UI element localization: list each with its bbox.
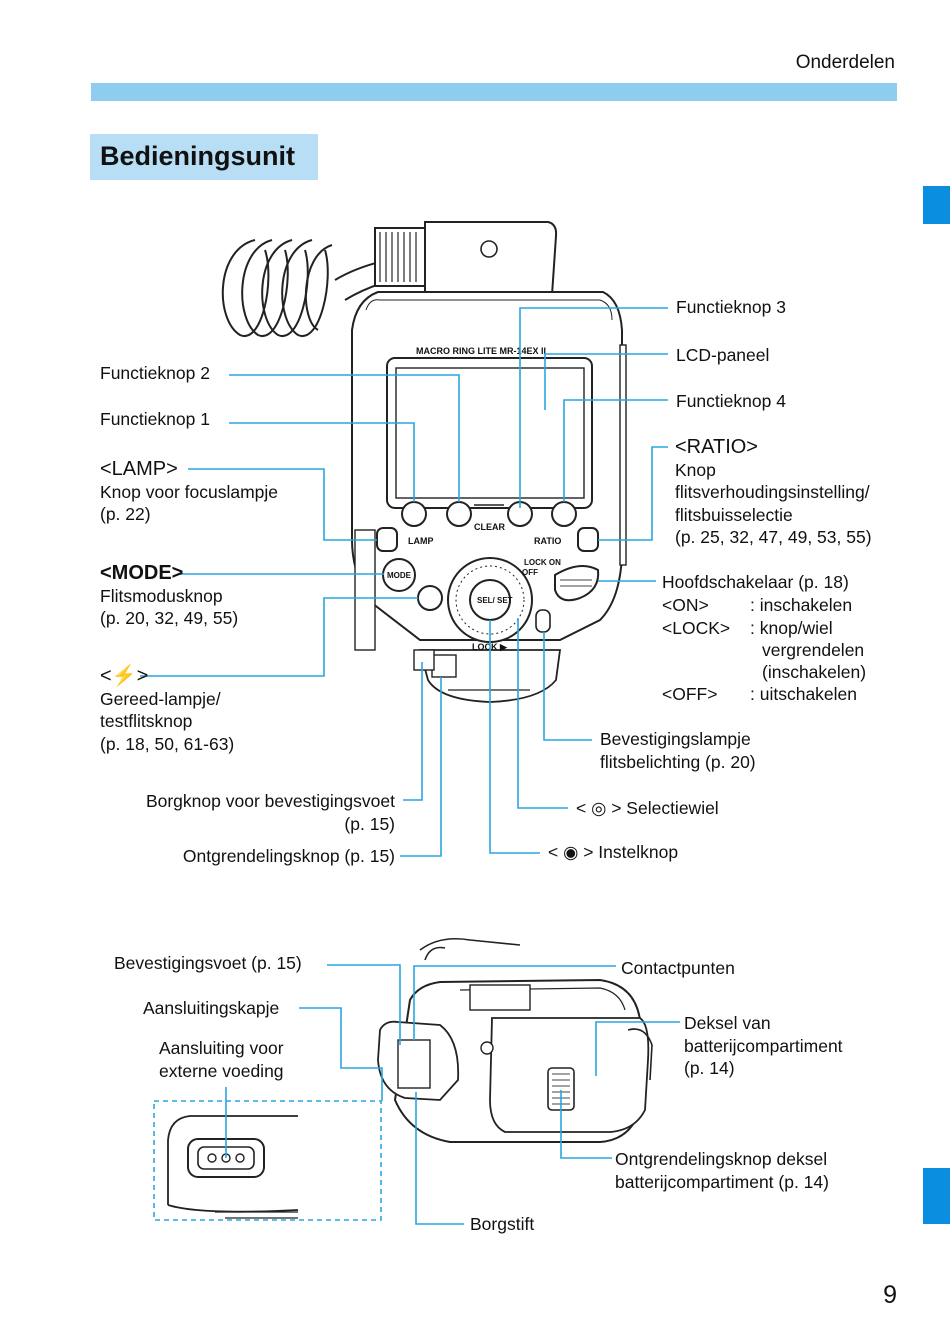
label-cover-release-line: Ontgrendelingsknop deksel bbox=[615, 1149, 828, 1169]
device-selset-text: SEL/ SET bbox=[477, 596, 513, 605]
label-terminal-cap: Aansluitingskapje bbox=[143, 998, 280, 1018]
leader-lines-bottom bbox=[225, 964, 680, 1225]
label-lamp-line: (p. 22) bbox=[100, 504, 151, 524]
label-external-power-line: externe voeding bbox=[159, 1060, 284, 1081]
label-release-button: Ontgrendelingsknop (p. 15) bbox=[182, 846, 395, 866]
device-lamp-text: LAMP bbox=[408, 536, 434, 546]
label-set-button: < ◉ > Instelknop bbox=[548, 842, 679, 862]
page-number: 9 bbox=[883, 1281, 897, 1309]
label-lock-knob-line: Borgknop voor bevestigingsvoet bbox=[145, 791, 395, 811]
label-on-key: <ON> bbox=[662, 595, 709, 615]
label-flash-line: (p. 18, 50, 61-63) bbox=[100, 733, 235, 754]
label-ratio-block: <RATIO> Knop flitsverhoudingsinstelling/… bbox=[675, 436, 872, 549]
label-selection-dial: < ◎ > Selectiewiel bbox=[576, 798, 719, 818]
label-external-power-line: Aansluiting voor bbox=[159, 1038, 284, 1058]
control-unit-side-view bbox=[377, 937, 653, 1143]
device-lockon-text: LOCK ON bbox=[524, 558, 561, 567]
label-lamp-line: Knop voor focuslampje bbox=[100, 481, 279, 502]
label-function-button-3: Functieknop 3 bbox=[676, 297, 786, 317]
leader-lines-top bbox=[140, 307, 668, 857]
label-contacts: Contactpunten bbox=[621, 958, 735, 978]
label-flash-block: <⚡> Gereed-lampje/ testflitsknop (p. 18,… bbox=[100, 665, 234, 755]
label-lamp-block: <LAMP> Knop voor focuslampje (p. 22) bbox=[100, 458, 278, 526]
external-power-inset bbox=[153, 1100, 382, 1221]
label-lamp-title: <LAMP> bbox=[100, 458, 178, 480]
label-locking-pin: Borgstift bbox=[470, 1214, 535, 1234]
label-ratio-line: flitsbuisselectie bbox=[675, 504, 793, 525]
label-function-button-2: Functieknop 2 bbox=[100, 363, 210, 383]
label-ratio-line: flitsverhoudingsinstelling/ bbox=[675, 482, 870, 502]
label-battery-cover-line: Deksel van bbox=[684, 1013, 771, 1033]
label-off-value: : uitschakelen bbox=[750, 684, 858, 704]
label-ratio-title: <RATIO> bbox=[675, 436, 758, 458]
label-lock-knob-line: (p. 15) bbox=[344, 813, 395, 834]
device-clear-text: CLEAR bbox=[474, 522, 505, 532]
label-lock-knob-block: Borgknop voor bevestigingsvoet (p. 15) bbox=[146, 790, 395, 835]
cable-connector bbox=[374, 221, 558, 296]
section-title: Bedieningsunit bbox=[100, 141, 295, 171]
label-battery-cover-line: (p. 14) bbox=[684, 1058, 735, 1078]
label-lock-value: : knop/wiel bbox=[750, 618, 833, 638]
label-confirm-line: Bevestigingslampje bbox=[600, 729, 751, 749]
label-flash-line: Gereed-lampje/ bbox=[100, 688, 221, 709]
label-lock-value-3: (inschakelen) bbox=[762, 662, 867, 682]
label-function-button-1: Functieknop 1 bbox=[100, 409, 210, 429]
label-flash-title: <⚡> bbox=[100, 665, 149, 687]
label-flash-line: testflitsknop bbox=[100, 711, 193, 731]
label-battery-cover-line: batterijcompartiment bbox=[684, 1035, 843, 1056]
device-ratio-text: RATIO bbox=[534, 536, 561, 546]
label-battery-cover-block: Deksel van batterijcompartiment (p. 14) bbox=[684, 1012, 843, 1080]
label-confirm-lamp-block: Bevestigingslampje flitsbelichting (p. 2… bbox=[600, 728, 756, 773]
chapter-tab-top bbox=[923, 186, 950, 224]
label-cover-release-block: Ontgrendelingsknop deksel batterijcompar… bbox=[615, 1148, 829, 1193]
chapter-tab-bottom bbox=[923, 1168, 950, 1224]
label-on-value: : inschakelen bbox=[750, 595, 853, 615]
label-mode-title: <MODE> bbox=[100, 562, 184, 584]
label-main-switch: Hoofdschakelaar (p. 18) bbox=[662, 572, 849, 592]
label-mode-block: <MODE> Flitsmodusknop (p. 20, 32, 49, 55… bbox=[100, 562, 238, 630]
label-lock-key: <LOCK> bbox=[662, 618, 731, 638]
label-lcd-panel: LCD-paneel bbox=[676, 345, 770, 365]
control-unit-body bbox=[351, 291, 627, 703]
device-mode-text: MODE bbox=[387, 571, 412, 580]
label-function-button-4: Functieknop 4 bbox=[676, 391, 786, 411]
label-external-power-block: Aansluiting voor externe voeding bbox=[159, 1037, 284, 1082]
device-off-text: OFF bbox=[522, 568, 538, 577]
label-cover-release-line: batterijcompartiment (p. 14) bbox=[615, 1171, 829, 1192]
label-ratio-line: (p. 25, 32, 47, 49, 53, 55) bbox=[675, 527, 872, 547]
label-ratio-line: Knop bbox=[675, 459, 716, 480]
label-mode-line: Flitsmodusknop bbox=[100, 585, 223, 606]
header-bar bbox=[91, 83, 897, 101]
label-mode-line: (p. 20, 32, 49, 55) bbox=[100, 608, 239, 628]
label-confirm-line: flitsbelichting (p. 20) bbox=[600, 751, 756, 772]
label-off-key: <OFF> bbox=[662, 684, 718, 704]
label-mounting-foot: Bevestigingsvoet (p. 15) bbox=[114, 953, 302, 973]
device-model-text: MACRO RING LITE MR-14EX II bbox=[416, 346, 546, 356]
section-title-box bbox=[90, 134, 318, 180]
page-header-title: Onderdelen bbox=[795, 52, 895, 73]
label-lock-value-2: vergrendelen bbox=[762, 640, 865, 660]
